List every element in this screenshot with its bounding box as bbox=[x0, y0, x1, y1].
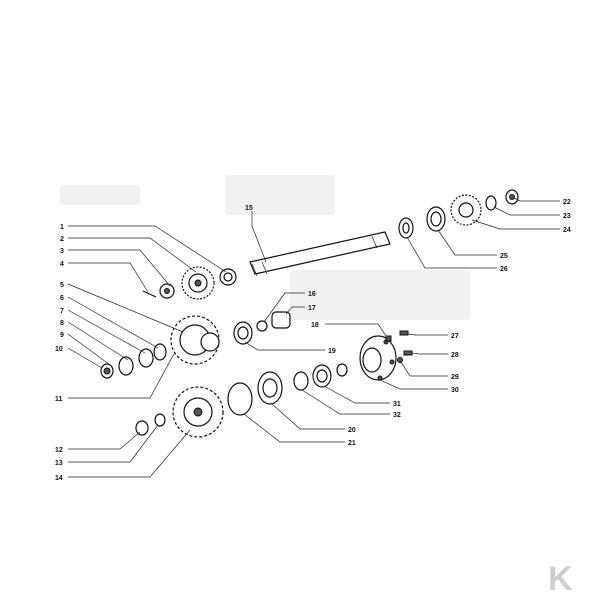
callout-18: 18 bbox=[311, 322, 319, 329]
callout-12: 12 bbox=[55, 447, 63, 454]
part-12-13-washers bbox=[135, 413, 166, 436]
callout-8: 8 bbox=[60, 320, 64, 327]
callout-26: 26 bbox=[500, 266, 508, 273]
callout-6: 6 bbox=[60, 295, 64, 302]
leader-lines bbox=[67, 197, 560, 478]
brand-logo-icon: K bbox=[548, 560, 573, 598]
callout-3: 3 bbox=[60, 248, 64, 255]
callout-19: 19 bbox=[328, 348, 336, 355]
part-31-32-rings bbox=[293, 363, 348, 391]
callout-24: 24 bbox=[563, 227, 571, 234]
callout-30: 30 bbox=[451, 387, 459, 394]
callout-17: 17 bbox=[308, 305, 316, 312]
callout-23: 23 bbox=[563, 213, 571, 220]
callout-28: 28 bbox=[451, 352, 459, 359]
callout-25: 25 bbox=[500, 253, 508, 260]
callout-22: 22 bbox=[563, 199, 571, 206]
callout-29: 29 bbox=[451, 374, 459, 381]
part-25-bearing bbox=[426, 206, 446, 232]
callout-14: 14 bbox=[55, 475, 63, 482]
part-26-washer bbox=[398, 217, 414, 239]
callout-11: 11 bbox=[55, 396, 63, 403]
callout-7: 7 bbox=[60, 308, 64, 315]
part-30-flange-hub bbox=[359, 335, 397, 381]
part-23-ring bbox=[485, 195, 497, 211]
part-4-pin bbox=[142, 290, 157, 298]
part-1-bearing bbox=[219, 268, 237, 286]
part-17-bushing bbox=[271, 311, 291, 329]
callout-20: 20 bbox=[348, 427, 356, 434]
callout-27: 27 bbox=[451, 333, 459, 340]
part-3-nut bbox=[159, 283, 175, 299]
part-14-lower-gear bbox=[172, 386, 224, 438]
callout-4: 4 bbox=[60, 261, 64, 268]
part-20-bearing bbox=[257, 371, 283, 405]
part-16-ring bbox=[256, 320, 268, 332]
part-2-gear bbox=[181, 266, 215, 300]
brand-logo-glyph: K bbox=[548, 560, 573, 598]
part-24-gear bbox=[450, 194, 482, 226]
part-15-shaft bbox=[249, 231, 391, 277]
callout-1: 1 bbox=[60, 224, 64, 231]
callout-32: 32 bbox=[393, 412, 401, 419]
callout-labels: 1 2 3 4 5 6 7 8 9 10 11 12 13 14 15 16 1… bbox=[55, 199, 571, 482]
part-22-nut bbox=[505, 189, 519, 205]
part-21-circlip bbox=[227, 382, 253, 416]
callout-16: 16 bbox=[308, 291, 316, 298]
callout-10: 10 bbox=[55, 346, 63, 353]
callout-31: 31 bbox=[393, 401, 401, 408]
callout-9: 9 bbox=[60, 332, 64, 339]
callout-2: 2 bbox=[60, 236, 64, 243]
background-watermarks bbox=[60, 175, 470, 320]
callout-13: 13 bbox=[55, 460, 63, 467]
part-19-bearing bbox=[233, 321, 253, 345]
part-5-large-gear bbox=[170, 315, 220, 365]
callout-5: 5 bbox=[60, 282, 64, 289]
callout-21: 21 bbox=[348, 440, 356, 447]
part-6-to-10-rings bbox=[100, 343, 167, 379]
callout-15: 15 bbox=[245, 205, 253, 212]
